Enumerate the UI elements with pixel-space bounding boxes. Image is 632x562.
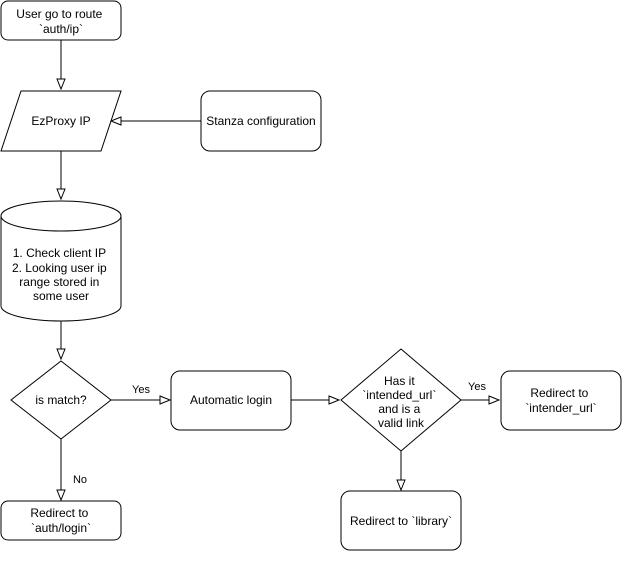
redirect-login-node-line-2: `auth/login` xyxy=(31,521,91,535)
has-intended-decision-line-1: Has it xyxy=(384,374,415,388)
has-intended-decision-line-3: and is a xyxy=(378,402,420,416)
edge-label-yes-intended: Yes xyxy=(468,381,486,393)
svg-text:is match?: is match? xyxy=(35,393,87,407)
start-node: User go to route `auth/ip` xyxy=(0,0,122,41)
ezproxy-node: EzProxy IP xyxy=(0,90,122,152)
check-node-line-3: range stored in xyxy=(19,275,99,289)
redirect-login-node: Redirect to `auth/login` xyxy=(0,500,122,541)
svg-text:Automatic login: Automatic login xyxy=(190,393,272,407)
svg-text:User go to route `auth: User go to route `auth/ip` xyxy=(16,7,105,36)
is-match-decision: is match? xyxy=(10,360,112,440)
start-node-line-2: `auth/ip` xyxy=(39,22,83,36)
has-intended-decision-line-4: valid link xyxy=(378,416,425,430)
redirect-library-node: Redirect to `library` xyxy=(340,490,462,551)
svg-text:Redirect to `auth/logi: Redirect to `auth/login` xyxy=(30,506,91,535)
auto-login-node-line-1: Automatic login xyxy=(190,393,272,407)
redirect-intended-node-line-1: Redirect to xyxy=(530,386,588,400)
check-node-line-2: 2. Looking user ip xyxy=(12,261,107,275)
redirect-intended-node-line-2: `intender_url` xyxy=(525,401,596,415)
svg-text:Redirect to `library`: Redirect to `library` xyxy=(350,514,452,528)
redirect-login-node-line-1: Redirect to xyxy=(30,506,88,520)
edge-label-no-match: No xyxy=(73,474,87,486)
ezproxy-node-line-1: EzProxy IP xyxy=(31,114,90,128)
is-match-decision-line-1: is match? xyxy=(35,393,87,407)
nodes: User go to route `auth/ip` EzProxy IP St… xyxy=(0,0,622,551)
svg-text:EzProxy IP: EzProxy IP xyxy=(31,114,90,128)
stanza-node: Stanza configuration xyxy=(200,90,322,152)
svg-text:Stanza configuration: Stanza configuration xyxy=(206,114,315,128)
svg-text:Redirect to `intender_: Redirect to `intender_url` xyxy=(525,386,596,415)
edge-labels: Yes No Yes xyxy=(73,379,490,486)
has-intended-decision-line-2: `intended_url` xyxy=(362,388,436,402)
start-node-line-1: User go to route xyxy=(16,7,102,21)
redirect-intended-node: Redirect to `intender_url` xyxy=(500,370,622,431)
redirect-library-node-line-1: Redirect to `library` xyxy=(350,514,452,528)
svg-text:1. Check client IP 2.: 1. Check client IP 2. Looking user ip ra… xyxy=(12,246,110,303)
stanza-node-line-1: Stanza configuration xyxy=(206,114,315,128)
has-intended-decision: Has it `intended_url` and is a valid lin… xyxy=(340,348,462,452)
check-node: 1. Check client IP 2. Looking user ip ra… xyxy=(0,200,122,322)
auto-login-node: Automatic login xyxy=(170,370,292,431)
svg-text:Has it `intended_url`: Has it `intended_url` and is a valid lin… xyxy=(362,374,439,430)
check-node-line-1: 1. Check client IP xyxy=(13,246,106,260)
edge-label-yes-match: Yes xyxy=(132,384,150,396)
check-node-line-4: some user xyxy=(33,289,89,303)
edges xyxy=(61,40,499,500)
